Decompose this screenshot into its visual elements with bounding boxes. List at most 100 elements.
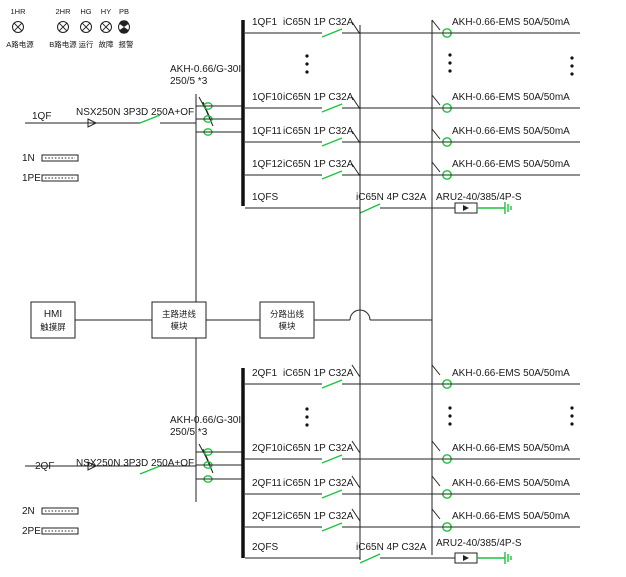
- branch-breaker-model: iC65N 1P C32A: [283, 92, 354, 103]
- ct-coil-icon: [195, 94, 244, 160]
- indicator-code: PB: [119, 7, 129, 16]
- branch-row: 1QF1 iC65N 1P C32A AKH-0.66-EMS 50A/50mA: [245, 17, 580, 38]
- indicator-label: 运行: [79, 39, 94, 49]
- comm-bus: HMI 触摸屏 主路进线 模块 分路出线 模块: [30, 160, 432, 420]
- direction-arrow-icon: [87, 461, 98, 471]
- ellipsis-icon: [305, 406, 574, 427]
- pe-terminal-strip: [41, 527, 79, 535]
- indicator-code: 2HR: [55, 7, 71, 16]
- ellipsis-icon: [305, 53, 574, 76]
- indicator-1hr: 1HR A路电源: [6, 7, 34, 49]
- breaker-switch-icon: [321, 137, 343, 147]
- branch-id: 2QF1: [252, 368, 277, 379]
- branch-id: 1QF11: [252, 126, 282, 137]
- surge-arrester-icon: [454, 202, 478, 214]
- ct-model: AKH-0.66/G-30I: [170, 64, 241, 75]
- main-module-title: 主路进线: [162, 309, 197, 319]
- breaker-switch-icon: [359, 203, 381, 214]
- branch-id: 2QF12: [252, 511, 283, 522]
- branch-breaker-model: iC65N 1P C32A: [283, 443, 354, 454]
- spd-breaker-model: iC65N 4P C32A: [356, 542, 427, 553]
- main-breaker-switch-icon: [139, 114, 196, 124]
- breaker-switch-icon: [321, 379, 343, 389]
- hmi-box: [30, 301, 76, 339]
- main-breaker-model: NSX250N 3P3D 250A+OF: [76, 107, 194, 118]
- branch-meter-model: AKH-0.66-EMS 50A/50mA: [452, 17, 570, 28]
- circle-x-icon: [12, 21, 24, 33]
- n-terminal-label: 1N: [22, 153, 35, 164]
- indicator-pb: PB 报警: [118, 7, 134, 49]
- hmi-subtitle: 触摸屏: [40, 322, 66, 332]
- branch-row: 1QF10 iC65N 1P C32A AKH-0.66-EMS 50A/50m…: [245, 92, 580, 113]
- main-breaker-switch-icon: [139, 465, 196, 475]
- hmi-title: HMI: [44, 309, 62, 320]
- circle-x-icon: [100, 21, 112, 33]
- spd-model: ARU2-40/385/4P-S: [436, 192, 522, 203]
- ct-coil-icon: [195, 420, 244, 502]
- n-terminal-strip: [41, 154, 79, 162]
- indicator-label: A路电源: [6, 39, 34, 49]
- breaker-switch-icon: [321, 454, 343, 464]
- indicator-code: HY: [101, 7, 111, 16]
- ct-ratio: 250/5 *3: [170, 427, 208, 438]
- breaker-switch-icon: [321, 489, 343, 499]
- spd-breaker-id: 2QFS: [252, 542, 278, 553]
- branch-row: 1QF11 iC65N 1P C32A AKH-0.66-EMS 50A/50m…: [245, 126, 580, 147]
- pe-terminal-label: 2PE: [22, 526, 41, 537]
- main-breaker-model: NSX250N 3P3D 250A+OF: [76, 458, 194, 469]
- branch-breaker-model: iC65N 1P C32A: [283, 368, 354, 379]
- branch-row: 2QF1 iC65N 1P C32A AKH-0.66-EMS 50A/50mA: [245, 368, 580, 389]
- branch-row: 2QF11 iC65N 1P C32A AKH-0.66-EMS 50A/50m…: [245, 478, 580, 499]
- pe-terminal-label: 1PE: [22, 173, 41, 184]
- indicator-label: B路电源: [49, 39, 77, 49]
- branch-meter-model: AKH-0.66-EMS 50A/50mA: [452, 92, 570, 103]
- branch-module-title: 分路出线: [270, 309, 305, 319]
- breaker-switch-icon: [321, 28, 343, 38]
- section-2: 2QF NSX250N 3P3D 250A+OF AKH-0.66/G-30I …: [22, 368, 580, 564]
- branch-row: 1QF12 iC65N 1P C32A AKH-0.66-EMS 50A/50m…: [245, 159, 580, 180]
- spd-breaker-model: iC65N 4P C32A: [356, 192, 427, 203]
- main-breaker-id: 2QF: [35, 461, 54, 472]
- spd-model: ARU2-40/385/4P-S: [436, 538, 522, 549]
- main-incoming-module-box: [151, 301, 207, 339]
- indicator-label: 故障: [99, 39, 114, 49]
- indicator-hy: HY 故障: [99, 7, 114, 49]
- branch-meter-model: AKH-0.66-EMS 50A/50mA: [452, 368, 570, 379]
- branch-id: 1QF10: [252, 92, 283, 103]
- ct-model: AKH-0.66/G-30I: [170, 415, 241, 426]
- breaker-switch-icon: [321, 103, 343, 113]
- branch-breaker-model: iC65N 1P C32A: [283, 17, 354, 28]
- branch-row: 2QF10 iC65N 1P C32A AKH-0.66-EMS 50A/50m…: [245, 443, 580, 464]
- n-terminal-label: 2N: [22, 506, 35, 517]
- surge-arrester-icon: [454, 552, 478, 564]
- indicator-2hr: 2HR B路电源: [49, 7, 77, 49]
- buzzer-icon: [118, 20, 130, 34]
- pe-terminal-strip: [41, 174, 79, 182]
- breaker-switch-icon: [359, 553, 381, 564]
- branch-meter-model: AKH-0.66-EMS 50A/50mA: [452, 478, 570, 489]
- branch-row: 2QF12 iC65N 1P C32A AKH-0.66-EMS 50A/50m…: [245, 511, 580, 532]
- spd-row: 2QFS iC65N 4P C32A ARU2-40/385/4P-S: [245, 538, 522, 564]
- branch-meter-model: AKH-0.66-EMS 50A/50mA: [452, 126, 570, 137]
- ct-ratio: 250/5 *3: [170, 76, 208, 87]
- circle-x-icon: [57, 21, 69, 33]
- indicator-code: 1HR: [10, 7, 26, 16]
- main-module-subtitle: 模块: [170, 321, 188, 331]
- breaker-switch-icon: [321, 522, 343, 532]
- branch-outgoing-module-box: [259, 301, 315, 339]
- branch-id: 1QF1: [252, 17, 277, 28]
- ground-icon: [504, 202, 512, 214]
- indicator-code: HG: [80, 7, 91, 16]
- branch-id: 2QF11: [252, 478, 282, 489]
- spd-row: 1QFS iC65N 4P C32A ARU2-40/385/4P-S: [245, 192, 522, 214]
- spd-breaker-id: 1QFS: [252, 192, 278, 203]
- ground-icon: [504, 552, 512, 564]
- indicator-legend: 1HR A路电源 2HR B路电源 HG 运行: [6, 7, 134, 49]
- circle-x-icon: [80, 21, 92, 33]
- branch-module-subtitle: 模块: [278, 321, 296, 331]
- branch-breaker-model: iC65N 1P C32A: [283, 478, 354, 489]
- section-1: 1QF NSX250N 3P3D 250A+OF AKH-0.66/G-30I …: [22, 17, 580, 214]
- branch-meter-model: AKH-0.66-EMS 50A/50mA: [452, 511, 570, 522]
